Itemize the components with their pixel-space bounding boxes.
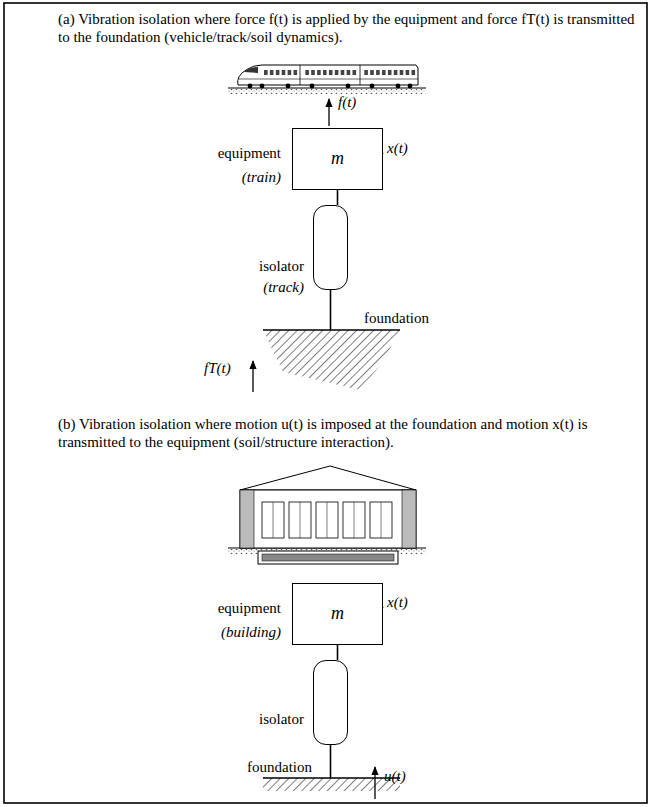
component-label: (track): [263, 279, 304, 296]
train-window: [311, 70, 315, 75]
isolator-spring: isolator(track): [313, 205, 348, 290]
component-label: (train): [242, 169, 281, 186]
signal-symbol: f(t): [338, 93, 356, 111]
train-wheel: [260, 84, 265, 89]
train-window: [305, 70, 309, 75]
train-illustration: [228, 65, 426, 94]
component-label: isolator: [259, 258, 304, 275]
train-window: [347, 70, 351, 75]
train-wheel: [248, 84, 253, 89]
train-wheel: [286, 84, 291, 89]
ground-hatch: [263, 778, 400, 791]
figure-caption: (a) Vibration isolation where force f(t)…: [58, 10, 636, 46]
isolator-link: [330, 290, 332, 330]
train-window: [382, 70, 386, 75]
figure-frame: [4, 3, 647, 803]
train-window: [406, 70, 410, 75]
foundation-ground: foundation: [263, 330, 400, 390]
isolator-link: [337, 645, 339, 660]
isolator-link: [337, 190, 339, 205]
train-window: [294, 70, 298, 75]
train-window: [270, 70, 274, 75]
mass-block: equipment(train)m: [292, 128, 383, 190]
train-window: [370, 70, 374, 75]
train-window: [288, 70, 292, 75]
signal-symbol: x(t): [387, 139, 408, 157]
train-wheel: [396, 84, 401, 89]
train-window: [364, 70, 368, 75]
mass-block: equipment(building)m: [292, 583, 383, 645]
train-window: [376, 70, 380, 75]
mass-symbol: m: [293, 604, 382, 624]
train-window: [341, 70, 345, 75]
component-label: foundation: [364, 310, 429, 327]
train-window: [317, 70, 321, 75]
building-window: [316, 502, 338, 538]
component-label: (building): [221, 624, 281, 641]
transmitted-force-arrow: [252, 361, 253, 392]
train-window: [329, 70, 333, 75]
train-window: [282, 70, 286, 75]
component-label: equipment: [218, 145, 281, 162]
component-label: foundation: [247, 759, 312, 776]
train-wheel: [408, 84, 413, 89]
train-window: [388, 70, 392, 75]
building-window: [370, 502, 392, 538]
signal-symbol: u(t): [384, 767, 406, 785]
train-window: [394, 70, 398, 75]
train-window: [323, 70, 327, 75]
building-window: [343, 502, 365, 538]
building-illustration: [228, 466, 426, 564]
train-wheel: [346, 84, 351, 89]
foundation-ground: foundation: [263, 778, 400, 791]
force-arrow: [328, 99, 329, 126]
component-label: isolator: [259, 711, 304, 728]
isolator-link: [330, 745, 332, 778]
mass-symbol: m: [293, 149, 382, 169]
train-window: [353, 70, 357, 75]
train-window: [412, 70, 416, 75]
building-window: [289, 502, 311, 538]
component-label: equipment: [218, 600, 281, 617]
ground-hatch: [263, 330, 400, 390]
train-window: [264, 70, 268, 75]
isolator-spring: isolator: [313, 660, 348, 745]
signal-symbol: fT(t): [204, 359, 231, 377]
train-window: [335, 70, 339, 75]
signal-symbol: x(t): [387, 593, 408, 611]
building-window: [262, 502, 284, 538]
train-wheel: [370, 84, 375, 89]
figure-caption: (b) Vibration isolation where motion u(t…: [58, 415, 636, 451]
train-window: [400, 70, 404, 75]
train-wheel: [310, 84, 315, 89]
train-window: [276, 70, 280, 75]
